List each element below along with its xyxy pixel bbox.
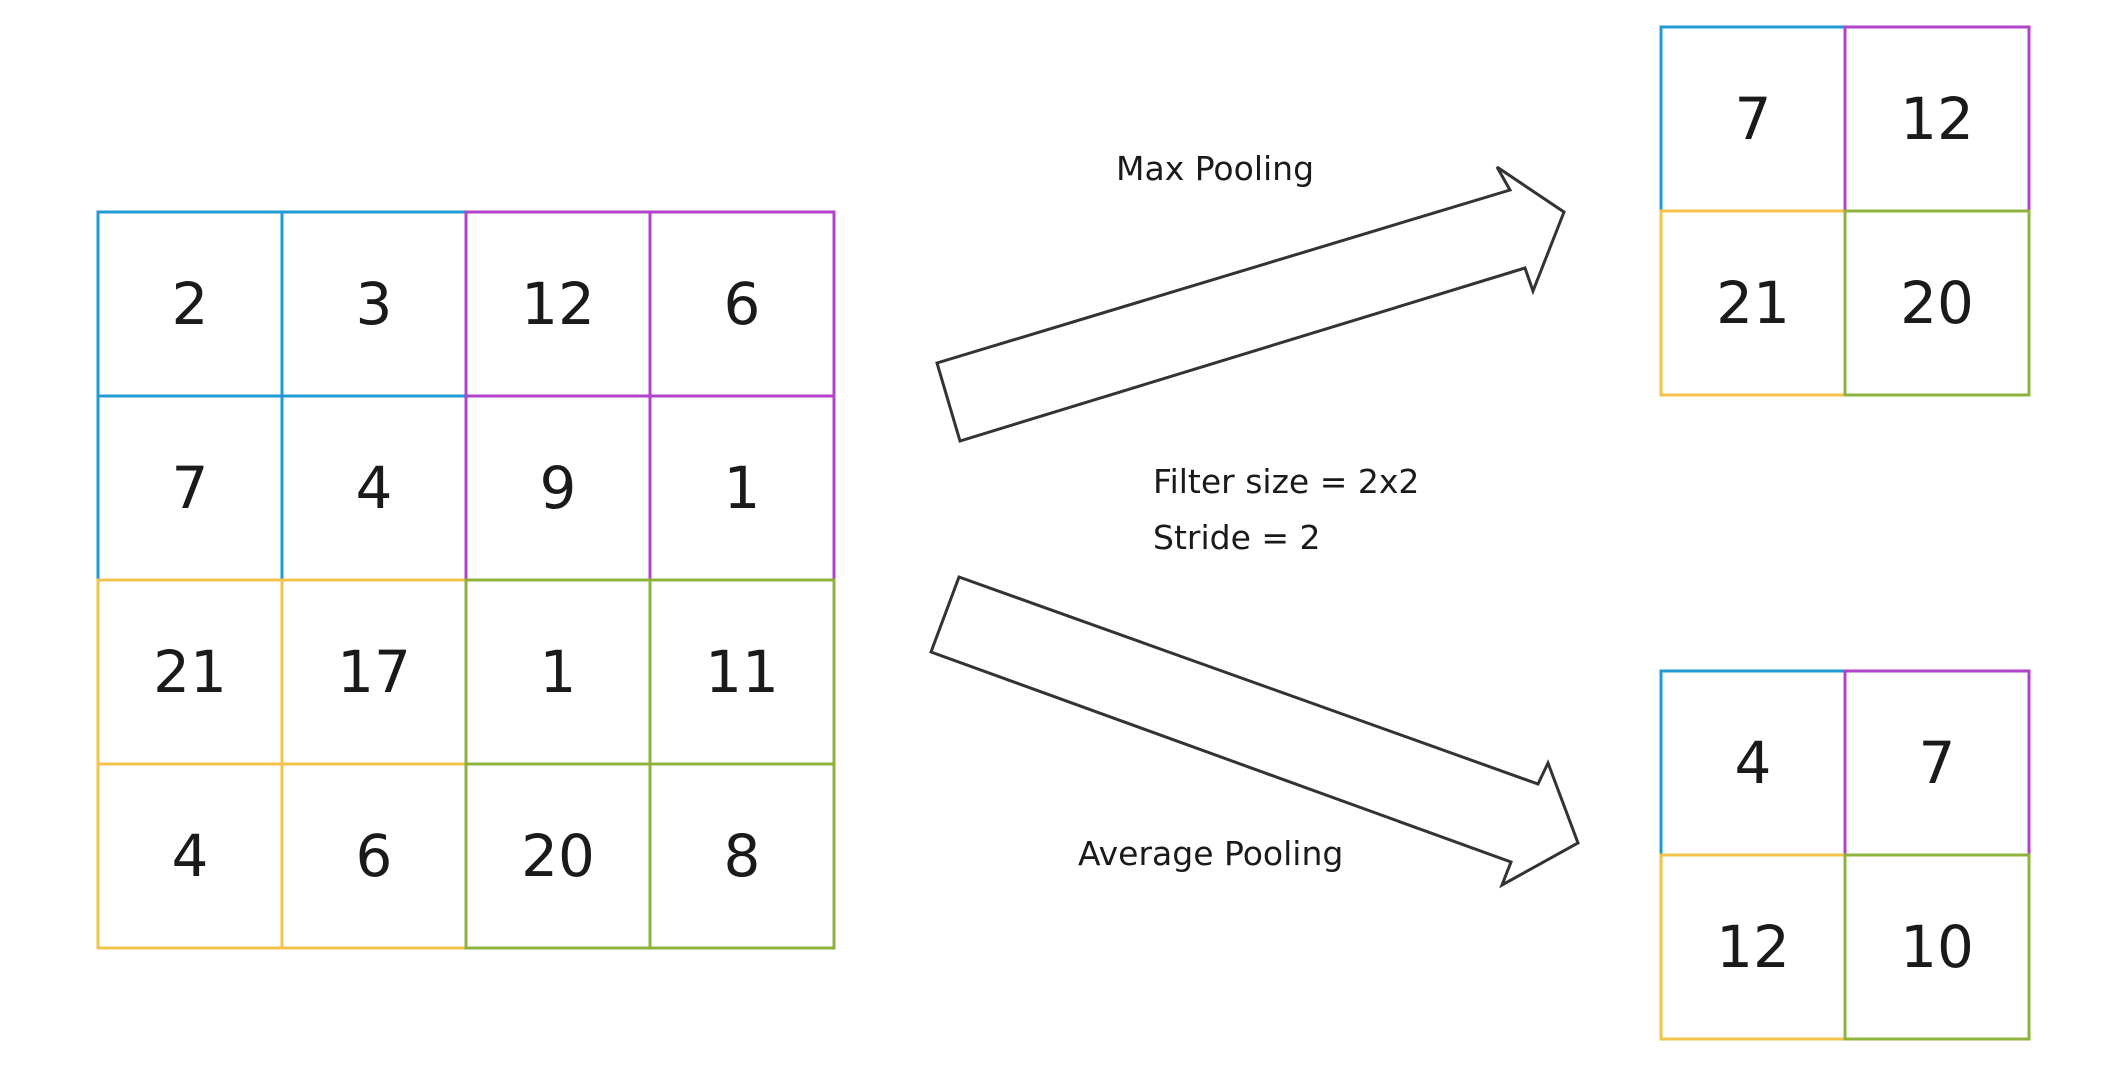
input-cell-r1-c4: 6	[724, 270, 761, 338]
input-cell-r2-c3: 9	[540, 454, 577, 522]
stride-label: Stride = 2	[1153, 518, 1321, 557]
max-output-cell-r1-c2: 12	[1900, 85, 1974, 153]
max-pooling-label: Max Pooling	[1116, 149, 1314, 188]
avg-output-cell-r2-c2: 10	[1900, 913, 1974, 981]
max-pooling-output-grid: 7 12 21 20	[1659, 25, 2031, 397]
input-quadrant-top-left	[96, 210, 468, 582]
input-cell-r2-c4: 1	[724, 454, 761, 522]
max-pooling-arrow	[935, 165, 1566, 443]
max-output-cell-r2-c2: 20	[1900, 269, 1974, 337]
max-output-cell-r1-c1: 7	[1735, 85, 1772, 153]
avg-output-quadrant-bottom-right	[1843, 853, 2031, 1041]
input-quadrant-bottom-right	[464, 578, 836, 950]
average-pooling-arrow	[929, 575, 1580, 889]
input-cell-r3-c2: 17	[337, 638, 411, 706]
average-pooling-label: Average Pooling	[1078, 834, 1343, 873]
input-cell-r3-c4: 11	[705, 638, 779, 706]
input-cell-border	[648, 762, 836, 950]
input-cell-r1-c3: 12	[521, 270, 595, 338]
max-output-cell-r2-c1: 21	[1716, 269, 1790, 337]
input-cell-r1-c2: 3	[356, 270, 393, 338]
max-output-cell-border	[1843, 209, 2031, 397]
input-quadrant-top-right	[464, 210, 836, 582]
filter-size-label: Filter size = 2x2	[1153, 462, 1419, 501]
input-cell-r4-c2: 6	[356, 822, 393, 890]
max-output-quadrant-bottom-right	[1843, 209, 2031, 397]
avg-output-cell-r1-c1: 4	[1735, 729, 1772, 797]
input-cell-r3-c1: 21	[153, 638, 227, 706]
input-cell-r3-c3: 1	[540, 638, 577, 706]
input-quadrant-bottom-left	[96, 578, 468, 950]
avg-output-cell-r2-c1: 12	[1716, 913, 1790, 981]
average-pooling-output-grid: 4 7 12 10	[1659, 669, 2031, 1041]
avg-output-cell-r1-c2: 7	[1919, 729, 1956, 797]
input-cell-r2-c1: 7	[172, 454, 209, 522]
input-cell-r4-c4: 8	[724, 822, 761, 890]
input-cell-r2-c2: 4	[356, 454, 393, 522]
avg-output-cell-border	[1843, 853, 2031, 1041]
input-cell-r1-c1: 2	[172, 270, 209, 338]
input-cell-r4-c3: 20	[521, 822, 595, 890]
input-cell-r4-c1: 4	[172, 822, 209, 890]
